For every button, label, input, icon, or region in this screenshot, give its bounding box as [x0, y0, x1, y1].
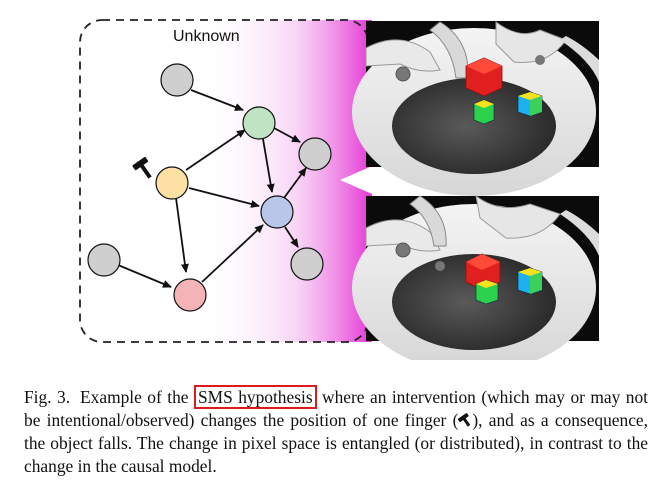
node-blue	[260, 195, 294, 229]
caption-text-before: Example of the	[80, 387, 194, 407]
node-green	[242, 106, 276, 140]
node-left-gray	[87, 243, 121, 277]
edge-yellow-pink	[175, 197, 189, 273]
edge-leftgray-pink	[117, 264, 172, 288]
photo-bottom	[352, 194, 599, 360]
edge-blue-rightgray	[283, 167, 307, 199]
caption-prefix: Fig. 3.	[24, 387, 71, 407]
photo-top	[352, 21, 599, 196]
node-right-gray	[298, 137, 332, 171]
causal-nodes	[87, 63, 332, 312]
figure: Unknown	[79, 19, 599, 360]
edge-pink-blue	[201, 224, 264, 283]
node-yellow	[155, 166, 189, 200]
caption-text-end: ), and as a consequence, the object fall…	[24, 410, 648, 476]
edge-green-blue	[262, 138, 275, 193]
node-top-gray	[160, 63, 194, 97]
causal-edges	[117, 89, 307, 288]
node-pink	[173, 278, 207, 312]
figure-caption: Fig. 3. Example of the SMS hypothesis whe…	[24, 385, 648, 478]
hammer-icon	[458, 413, 471, 427]
edge-green-rightgray	[273, 127, 301, 143]
caption-highlight-sms-hypothesis: SMS hypothesis	[193, 385, 317, 409]
caption-text-middle: where an intervention (which may or may …	[24, 387, 648, 430]
edge-yellow-green	[185, 129, 246, 171]
edge-topgray-green	[190, 89, 244, 111]
node-lower-right-gray	[290, 247, 324, 281]
edge-blue-lowergray	[284, 226, 299, 248]
unknown-label: Unknown	[173, 28, 240, 45]
hammer-icon	[132, 156, 152, 179]
unknown-box	[79, 19, 369, 343]
pointer-wedge	[340, 166, 372, 194]
edge-yellow-blue	[188, 187, 260, 208]
